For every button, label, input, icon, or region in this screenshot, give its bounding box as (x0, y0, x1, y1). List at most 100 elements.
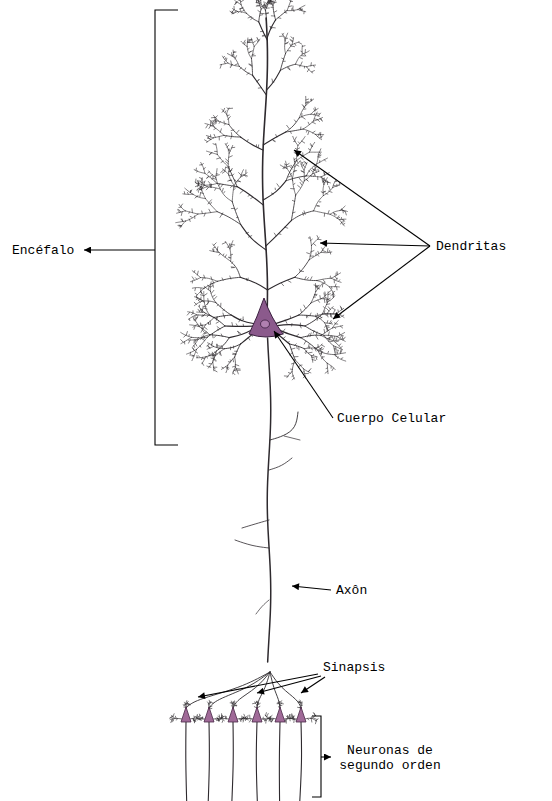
neurite-line (311, 237, 319, 245)
neurite-line (293, 136, 298, 145)
neurite-line (283, 61, 285, 62)
neurite-line (301, 114, 302, 117)
neurite-line (234, 188, 236, 190)
neurite-line (288, 281, 291, 283)
neurite-line (309, 252, 321, 260)
neurite-line (327, 351, 329, 353)
neurite-line (233, 50, 235, 57)
neurite-line (330, 322, 331, 324)
neurite-line (300, 722, 302, 801)
neurite-line (213, 367, 216, 368)
neurite-line (173, 714, 174, 717)
neurite-line (245, 68, 246, 70)
neurite-line (170, 717, 172, 718)
neurite-line (335, 341, 339, 342)
neurite-line (277, 703, 279, 704)
neurite-line (322, 299, 330, 301)
neurite-line (327, 314, 328, 317)
neurite-line (204, 312, 214, 317)
neurite-line (207, 299, 209, 302)
neurite-line (290, 344, 305, 349)
neurite-line (294, 120, 295, 122)
neurite-line (303, 121, 313, 129)
neurite-line (258, 145, 259, 147)
neurite-line (213, 362, 214, 371)
neurite-line (296, 334, 298, 336)
neurite-line (208, 343, 214, 347)
neurite-line (176, 221, 186, 223)
neurite-line (221, 334, 222, 337)
neurite-line (342, 315, 344, 316)
neurite-line (249, 39, 252, 40)
neurite-line (202, 717, 203, 719)
neurite-line (305, 162, 307, 164)
neurite-line (181, 204, 183, 206)
neurite-line (228, 153, 230, 167)
neurite-line (280, 64, 295, 70)
neurite-line (268, 0, 271, 1)
neurite-line (192, 355, 194, 357)
neurite-line (314, 284, 316, 285)
neurite-line (210, 366, 211, 367)
neurite-line (315, 721, 317, 724)
neurite-line (195, 340, 197, 343)
neurite-line (322, 248, 323, 250)
neurite-line (238, 0, 240, 1)
neurite-line (196, 171, 197, 172)
neurite-line (208, 354, 210, 355)
neurite-line (269, 458, 292, 470)
neurite-line (200, 323, 202, 326)
neurite-line (340, 326, 342, 328)
neurite-line (294, 356, 298, 357)
neurite-line (317, 251, 319, 253)
neurite-line (296, 181, 305, 195)
neurite-line (273, 0, 278, 5)
neurite-line (334, 323, 336, 324)
neurite-line (291, 211, 313, 221)
neurite-line (195, 293, 197, 295)
neurite-line (329, 337, 332, 339)
neurite-line (258, 1, 261, 9)
neurite-line (210, 291, 215, 302)
neurite-line (222, 171, 225, 173)
neurite-line (307, 278, 308, 280)
neurite-line (290, 167, 292, 169)
neurite-line (191, 278, 201, 282)
neurite-line (200, 178, 203, 179)
neurite-line (254, 39, 260, 46)
neurite-line (292, 372, 294, 379)
second-order-cell-body (296, 707, 306, 722)
neurite-line (226, 367, 227, 369)
neurite-line (307, 316, 308, 317)
neurite-line (238, 331, 240, 334)
neurite-line (201, 315, 203, 317)
neurite-line (272, 27, 275, 28)
neurite-line (179, 207, 182, 208)
neurite-line (231, 315, 255, 324)
neurite-line (313, 244, 315, 246)
neurite-line (336, 287, 337, 290)
neurite-line (241, 137, 264, 150)
neurite-line (295, 44, 296, 46)
neurite-line (268, 277, 295, 290)
neurite-line (292, 375, 293, 377)
neurite-line (181, 337, 191, 343)
neurite-line (232, 202, 240, 225)
neurite-line (243, 10, 245, 12)
neurite-line (231, 133, 233, 136)
neurite-line (218, 716, 222, 718)
neurite-line (285, 37, 286, 38)
neurite-line (270, 672, 301, 708)
neurite-line (314, 173, 315, 175)
neurite-line (235, 56, 236, 59)
neurite-line (303, 371, 304, 373)
neurite-line (328, 211, 329, 214)
neurite-line (217, 183, 237, 186)
neurite-line (304, 53, 306, 55)
neurite-line (332, 294, 333, 297)
neurite-line (284, 375, 288, 376)
neurite-line (337, 217, 339, 218)
neurite-line (329, 286, 339, 287)
neurite-line (284, 167, 285, 169)
neurite-line (171, 719, 172, 723)
